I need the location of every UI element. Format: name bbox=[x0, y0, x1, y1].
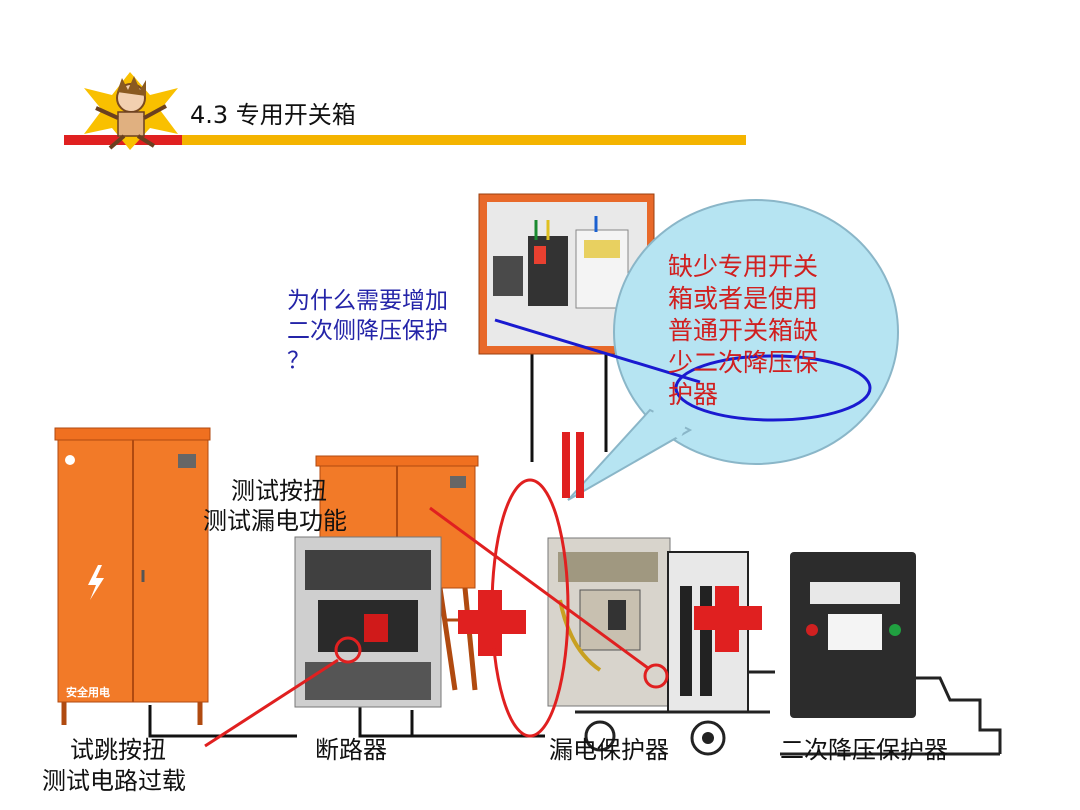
question-text: 为什么需要增加 二次侧降压保护 ？ bbox=[287, 286, 448, 376]
title-bar-yellow bbox=[182, 135, 746, 145]
trip-button-circle bbox=[334, 636, 362, 664]
trip-button-pointer bbox=[204, 658, 339, 748]
answer-line-1: 缺少专用开关 bbox=[668, 252, 819, 281]
test-button-pointer bbox=[429, 506, 649, 670]
test-button-circle bbox=[643, 663, 669, 689]
question-line-2: 二次侧降压保护 bbox=[287, 318, 448, 344]
slide-title: 4.3 专用开关箱 bbox=[190, 101, 356, 129]
red-bar-right bbox=[576, 432, 584, 498]
answer-line-5: 护器 bbox=[668, 380, 719, 409]
test-function-label: 测试漏电功能 bbox=[203, 507, 347, 535]
test-button-label: 测试按扭 bbox=[231, 477, 327, 505]
plus-icon-2 bbox=[694, 586, 762, 652]
distribution-cabinet bbox=[54, 427, 211, 725]
blue-highlight-ellipse bbox=[674, 354, 872, 422]
mascot-icon bbox=[84, 72, 178, 150]
speech-bubble bbox=[567, 199, 899, 501]
question-line-1: 为什么需要增加 bbox=[287, 288, 448, 314]
wiring bbox=[148, 352, 608, 738]
blue-pointer bbox=[494, 318, 701, 384]
answer-text: 缺少专用开关 箱或者是使用 普通开关箱缺 少二次降压保 护器 bbox=[668, 251, 818, 411]
secondary-protector-label: 二次降压保护器 bbox=[780, 736, 948, 764]
breaker-label: 断路器 bbox=[315, 736, 387, 764]
circuit-breaker bbox=[294, 536, 442, 708]
trip-function-label: 测试电路过载 bbox=[42, 767, 186, 795]
question-line-3: ？ bbox=[287, 348, 310, 374]
red-bar-left bbox=[562, 432, 570, 498]
trip-button-label: 试跳按扭 bbox=[70, 736, 166, 764]
cabinet-label: 安全用电 bbox=[66, 686, 110, 699]
answer-line-3: 普通开关箱缺 bbox=[668, 316, 819, 345]
secondary-protector-device bbox=[780, 552, 1002, 756]
answer-line-4: 少二次降压保 bbox=[668, 348, 819, 377]
answer-line-2: 箱或者是使用 bbox=[668, 284, 819, 313]
leakage-protector-label: 漏电保护器 bbox=[549, 736, 669, 764]
